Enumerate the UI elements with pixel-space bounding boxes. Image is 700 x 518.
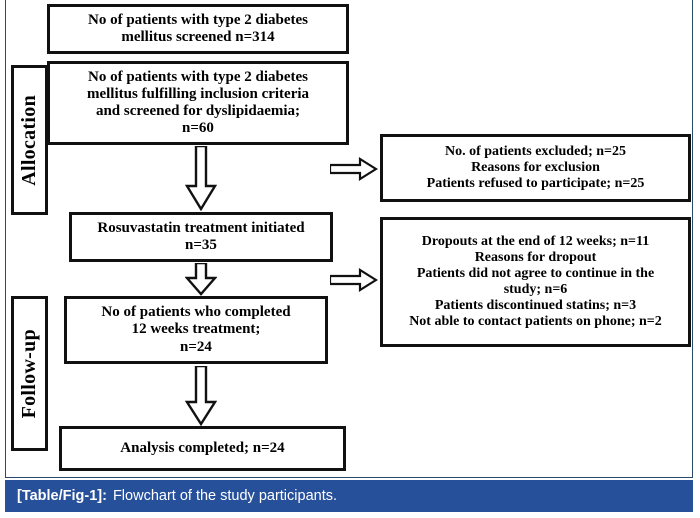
node-dropouts-line-5: Patients discontinued statins; n=3 <box>434 297 637 313</box>
node-inclusion-line-3: and screened for dyslipidaemia; <box>95 103 301 119</box>
arrow-down-treatment-to-completed <box>185 263 217 296</box>
node-analysis-line-1: Analysis completed; n=24 <box>120 439 285 456</box>
stage-label-followup: Follow-up <box>11 296 48 451</box>
node-completed-line-3: n=24 <box>180 338 212 355</box>
arrow-right-to-excluded <box>330 157 378 181</box>
node-excluded-line-1: No. of patients excluded; n=25 <box>444 144 627 160</box>
node-excluded-line-3: Patients refused to participate; n=25 <box>426 175 645 191</box>
figure-caption-bar: [Table/Fig-1]: Flowchart of the study pa… <box>5 480 693 512</box>
node-dropouts-line-4: study; n=6 <box>503 282 568 297</box>
figure-frame <box>5 0 693 478</box>
node-screened-line-1: No of patients with type 2 diabetes <box>88 11 308 28</box>
node-analysis: Analysis completed; n=24 <box>59 426 346 471</box>
node-dropouts-line-1: Dropouts at the end of 12 weeks; n=11 <box>421 234 650 250</box>
node-inclusion: No of patients with type 2 diabetes mell… <box>47 61 349 145</box>
node-completed-line-1: No of patients who completed <box>101 304 291 321</box>
figure-caption-tag: [Table/Fig-1]: <box>17 488 107 504</box>
node-completed-line-2: 12 weeks treatment; <box>131 321 261 338</box>
node-treatment-initiated-line-1: Rosuvastatin treatment initiated <box>97 219 305 236</box>
node-inclusion-line-4: n=60 <box>182 120 214 137</box>
arrow-right-to-dropouts <box>330 268 378 292</box>
node-completed: No of patients who completed 12 weeks tr… <box>64 296 328 364</box>
node-inclusion-line-2: mellitus fulfilling inclusion criteria <box>86 85 310 102</box>
node-excluded: No. of patients excluded; n=25 Reasons f… <box>380 134 691 202</box>
node-screened: No of patients with type 2 diabetes mell… <box>47 4 349 54</box>
stage-label-allocation-text: Allocation <box>18 94 40 186</box>
node-dropouts-line-3: Patients did not agree to continue in th… <box>416 266 655 282</box>
node-treatment-initiated: Rosuvastatin treatment initiated n=35 <box>69 212 333 262</box>
arrow-down-completed-to-analysis <box>185 366 217 426</box>
node-dropouts: Dropouts at the end of 12 weeks; n=11 Re… <box>380 217 691 347</box>
stage-label-followup-text: Follow-up <box>18 328 40 419</box>
node-dropouts-line-6: Not able to contact patients on phone; n… <box>409 313 662 329</box>
node-excluded-line-2: Reasons for exclusion <box>471 160 600 176</box>
node-dropouts-line-2: Reasons for dropout <box>474 250 597 266</box>
arrow-down-inclusion-to-treatment <box>185 146 217 211</box>
figure-caption-text: Flowchart of the study participants. <box>112 488 338 504</box>
node-screened-line-2: mellitus screened n=314 <box>121 29 275 45</box>
stage-label-allocation: Allocation <box>11 65 48 215</box>
node-inclusion-line-1: No of patients with type 2 diabetes <box>88 68 308 85</box>
node-treatment-initiated-line-2: n=35 <box>185 237 217 253</box>
